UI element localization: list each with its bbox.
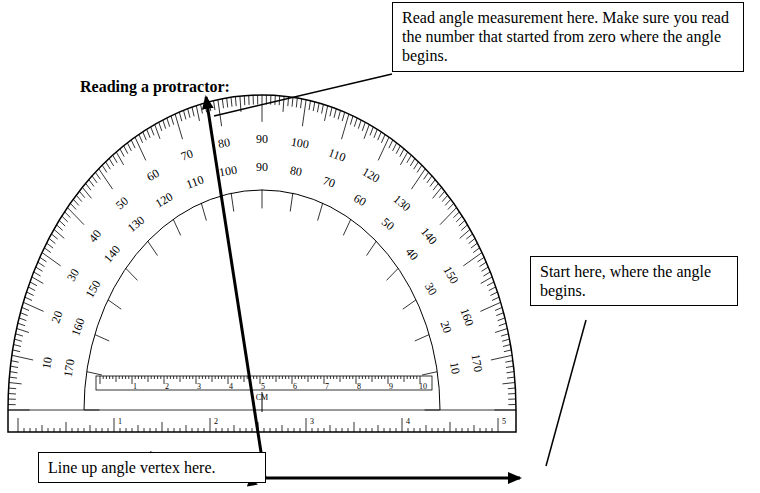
- callout-text: Line up angle vertex here.: [48, 458, 256, 477]
- tick-marks: [8, 95, 516, 432]
- callout-text: Read angle measurement here. Make sure y…: [402, 8, 734, 66]
- protractor-body: [8, 95, 516, 432]
- callout-box: Line up angle vertex here.: [38, 452, 266, 483]
- inch-ruler-number: 1: [118, 418, 122, 426]
- inch-ruler-number: 5: [502, 418, 506, 426]
- cm-ruler-number: 5: [261, 383, 265, 391]
- callout-box: Read angle measurement here. Make sure y…: [392, 2, 744, 72]
- cm-ruler-number: 10: [419, 383, 427, 391]
- outer-scale-number: 90: [256, 133, 268, 145]
- cm-ruler-number: 8: [357, 383, 361, 391]
- inner-scale-number: 170: [62, 358, 77, 378]
- cm-ruler-number: 6: [293, 383, 297, 391]
- cm-ruler-number: 7: [325, 383, 329, 391]
- inner-arc: [84, 190, 440, 410]
- outer-scale-number: 170: [470, 353, 485, 373]
- inch-ruler-number: 4: [406, 418, 410, 426]
- cm-ruler-number: 1: [133, 383, 137, 391]
- inner-scale-number: 100: [218, 164, 238, 179]
- cm-ruler-number: 3: [197, 383, 201, 391]
- callout-box: Start here, where the angle begins.: [530, 256, 738, 306]
- cm-ruler-number: 4: [229, 383, 233, 391]
- leader-line: [546, 320, 586, 466]
- cm-ruler-number: 2: [165, 383, 169, 391]
- angle-arm: [265, 477, 520, 480]
- cm-ruler-number: 9: [389, 383, 393, 391]
- inch-ruler-number: 3: [310, 418, 314, 426]
- outer-scale-number: 80: [217, 136, 231, 150]
- inner-scale-number: 90: [256, 161, 268, 173]
- callout-text: Start here, where the angle begins.: [540, 262, 728, 300]
- angle-arm: [206, 97, 265, 478]
- outer-scale-number: 100: [290, 136, 310, 151]
- inner-scale-number: 10: [448, 361, 462, 375]
- inner-scale-number: 80: [289, 164, 303, 178]
- inch-ruler-number: 2: [214, 418, 218, 426]
- leader-line: [214, 74, 392, 116]
- diagram-title: Reading a protractor:: [80, 78, 230, 96]
- cm-unit-label: CM: [256, 394, 268, 402]
- outer-scale-number: 10: [40, 356, 54, 370]
- scale-ticks: [8, 95, 516, 432]
